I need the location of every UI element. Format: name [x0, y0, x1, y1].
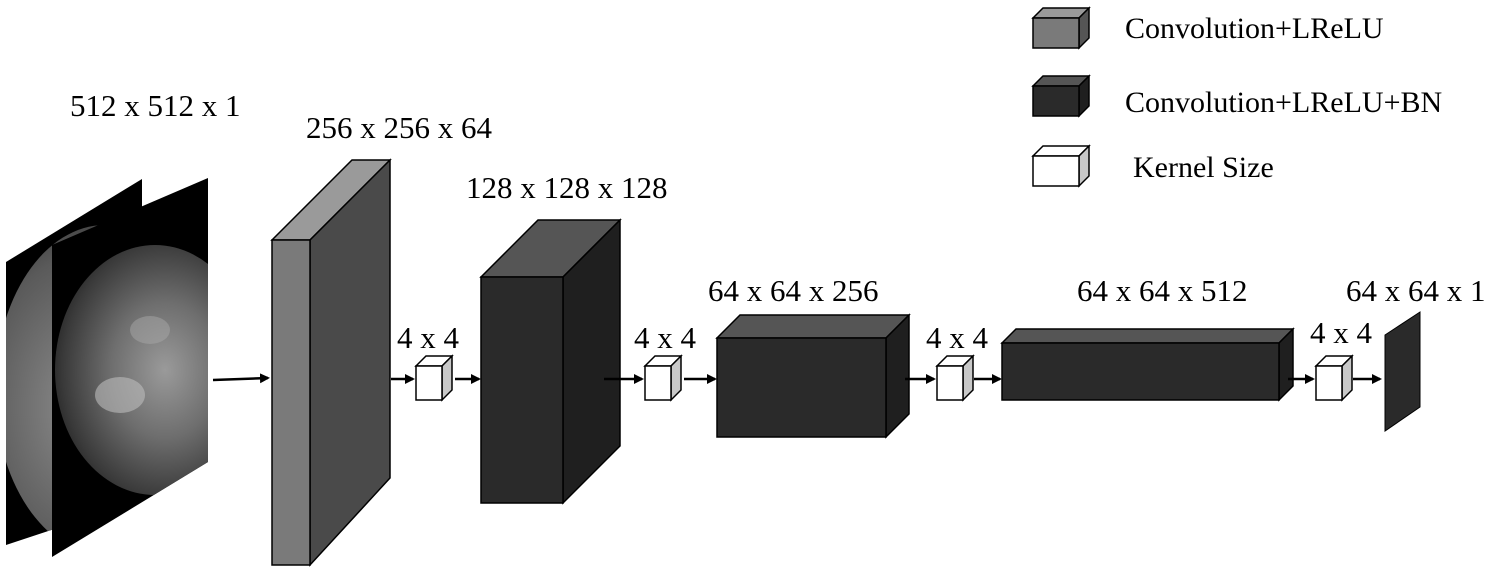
layer-conv3-size-label: 64 x 64 x 256	[708, 273, 879, 308]
legend-label-kernel-size: Kernel Size	[1133, 151, 1274, 184]
layer-output	[1384, 311, 1421, 432]
legend	[1031, 6, 1091, 188]
kernel-size-label: 4 x 4	[397, 320, 459, 355]
layer-conv4	[1000, 327, 1295, 402]
sun-bright-patch	[130, 316, 170, 344]
sun-disk-front	[55, 245, 208, 495]
layer-conv3-front	[716, 337, 887, 438]
legend-label-conv-lrelu: Convolution+LReLU	[1125, 12, 1384, 45]
arrow-input-to-conv1	[212, 373, 270, 384]
kernel-cube	[414, 354, 454, 402]
kernel-cubes	[414, 354, 1354, 402]
layer-conv3	[715, 313, 911, 439]
flow-arrows	[212, 373, 1382, 384]
layer-conv2	[479, 218, 622, 505]
layer-conv4-top	[1000, 328, 1295, 344]
layer-output-size-label: 64 x 64 x 1	[1346, 273, 1486, 308]
layer-input-size-label: 512 x 512 x 1	[70, 88, 241, 123]
layer-conv4-front	[1001, 342, 1280, 401]
legend-swatch-conv-lrelu-bn	[1031, 74, 1091, 118]
layer-conv1-size-label: 256 x 256 x 64	[306, 110, 492, 145]
layer-conv2-front	[480, 276, 564, 504]
layer-conv2-size-label: 128 x 128 x 128	[466, 170, 668, 205]
legend-swatch-conv-lrelu	[1031, 6, 1091, 50]
kernel-size-label: 4 x 4	[1310, 315, 1372, 350]
sun-bright-patch	[95, 377, 145, 413]
legend-label-conv-lrelu-bn: Convolution+LReLU+BN	[1125, 86, 1443, 119]
layer-conv3-top	[715, 314, 911, 339]
kernel-cube	[643, 354, 683, 402]
layer-conv1-front	[271, 239, 311, 566]
layer-conv4-size-label: 64 x 64 x 512	[1077, 273, 1248, 308]
kernel-cube	[935, 354, 975, 402]
layer-output-plane	[1384, 311, 1421, 432]
input-image-stack	[6, 178, 208, 557]
layer-conv1	[270, 158, 392, 567]
legend-swatch-kernel	[1031, 144, 1091, 188]
kernel-size-label: 4 x 4	[634, 320, 696, 355]
kernel-cube	[1314, 354, 1354, 402]
kernel-size-label: 4 x 4	[926, 320, 988, 355]
